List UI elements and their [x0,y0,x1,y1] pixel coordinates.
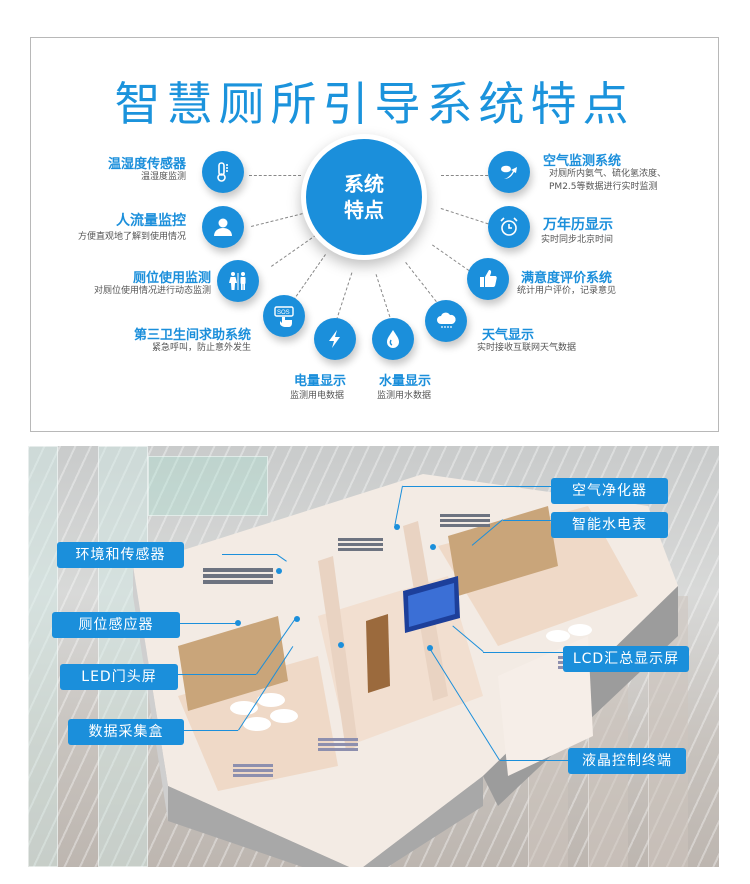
background-glass [148,456,268,516]
cloud-rain-icon [425,300,467,342]
floorplan-panel: 环境和传感器 厕位感应器 LED门头屏 数据采集盒 空气净化器 智能水电表 LC… [28,446,719,867]
feature-title: 电量显示 [294,374,347,389]
hub-line-1: 系统 [344,172,384,196]
leader-line [180,623,240,624]
leader-line [183,730,238,731]
features-panel: 智慧厕所引导系统特点 系统 特点 温湿度传感器 温湿度监测 人流量监控 方便直观… [30,37,719,432]
thumbs-up-icon [467,258,509,300]
sos-hand-icon: SOS [263,295,305,337]
connector [405,261,437,302]
feature-title: 温湿度传感器 [107,157,186,172]
background-glass [98,446,148,867]
feature-desc: 监测用水数据 [377,391,432,401]
feature-desc: 监测用电数据 [290,391,345,401]
label-stall-sensor: 厕位感应器 [52,612,180,638]
connector [440,208,489,225]
water-drop-icon [372,318,414,360]
label-lcd-screen: LCD汇总显示屏 [563,646,689,672]
feature-desc: 对厕所内氨气、硫化氢浓度、 [549,169,667,179]
feature-title: 天气显示 [482,328,535,343]
connector [375,274,392,322]
feature-title: 万年历显示 [543,217,613,233]
person-icon [202,206,244,248]
air-icon [488,151,530,193]
label-lcd-terminal: 液晶控制终端 [568,748,686,774]
connector [336,272,353,321]
leader-line [503,520,551,521]
feature-desc: 紧急呼叫，防止意外发生 [151,343,251,353]
connector [271,231,321,267]
feature-desc: 统计用户评价，记录意见 [517,286,617,296]
feature-title: 人流量监控 [116,213,186,229]
feature-title: 空气监测系统 [543,154,622,169]
background-glass [28,446,58,867]
leader-line [176,674,256,675]
sensor-dot [430,544,436,550]
restroom-3d-model [133,474,678,867]
feature-title: 水量显示 [379,374,432,389]
label-air-purifier: 空气净化器 [551,478,668,504]
label-smart-meter: 智能水电表 [551,512,668,538]
feature-title: 满意度评价系统 [521,271,613,286]
restroom-icon [217,260,259,302]
leader-line [500,760,568,761]
leader-line [222,554,277,555]
thermometer-icon [202,151,244,193]
label-led-door: LED门头屏 [60,664,178,690]
feature-title: 厕位使用监测 [132,271,211,286]
alarm-clock-icon [488,206,530,248]
connector [293,254,326,301]
sensor-dot [276,568,282,574]
feature-desc: PM2.5等数据进行实时监测 [549,182,658,192]
connector [251,211,308,227]
feature-desc: 温湿度监测 [140,172,186,182]
connector [249,175,301,176]
system-features-hub: 系统 特点 [301,134,427,260]
page-title: 智慧厕所引导系统特点 [114,77,635,131]
feature-desc: 方便直观地了解到使用情况 [77,232,186,242]
feature-desc: 对厕位使用情况进行动态监测 [93,286,211,296]
sensor-dot [235,620,241,626]
feature-desc: 实时同步北京时间 [541,235,614,245]
leader-line [403,486,551,487]
sensor-dot [294,616,300,622]
feature-desc: 实时接收互联网天气数据 [477,343,577,353]
label-env-sensor: 环境和传感器 [57,542,184,568]
svg-text:SOS: SOS [277,310,290,316]
connector [441,175,493,176]
lightning-icon [314,318,356,360]
feature-title: 第三卫生间求助系统 [133,328,251,343]
sensor-dot [394,524,400,530]
label-data-box: 数据采集盒 [68,719,184,745]
leader-line [483,652,563,653]
sensor-dot [338,642,344,648]
connector [432,244,474,274]
sensor-dot [427,645,433,651]
hub-line-2: 特点 [344,198,384,222]
